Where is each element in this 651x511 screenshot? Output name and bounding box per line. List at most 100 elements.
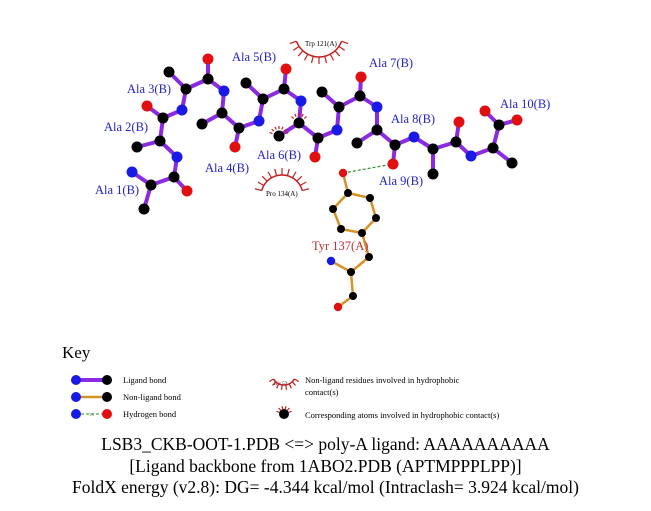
- carbon-atom: [337, 225, 345, 233]
- hydrophobic-spoke: [276, 383, 280, 389]
- hydrophobic-spoke: [257, 181, 265, 187]
- oxygen-atom: [280, 63, 292, 75]
- carbon-atom-sample: [102, 392, 112, 402]
- carbon-atom: [358, 229, 366, 237]
- hydrophobic-spoke: [281, 126, 284, 130]
- carbon-atom: [168, 171, 180, 183]
- hydrophobic-spoke: [278, 407, 282, 411]
- residue-label-ala6: Ala 6(B): [257, 148, 301, 162]
- key-nonligand-bond-label: Non-ligand bond: [123, 392, 182, 402]
- carbon-atom: [333, 101, 345, 113]
- carbon-atom: [316, 86, 328, 98]
- nitrogen-atom: [253, 115, 265, 127]
- hydrophobic-spoke: [303, 53, 309, 61]
- key-hydrophobic-atoms-label: Corresponding atoms involved in hydropho…: [305, 410, 499, 420]
- hydrophobic-spoke: [267, 171, 273, 179]
- hydrophobic-arc: [295, 40, 343, 58]
- hydrophobic-spoke: [271, 381, 277, 386]
- carbon-atom: [349, 292, 357, 300]
- hydrophobic-spoke: [274, 168, 278, 176]
- key-hydrogen-bond-label: Hydrogen bond: [123, 409, 177, 419]
- hbond-distance-sample: 3.0: [89, 412, 94, 417]
- carbon-atom-sample: [102, 375, 112, 385]
- carbon-atom: [365, 253, 373, 261]
- carbon-atom: [138, 203, 150, 215]
- carbon-atom: [145, 179, 157, 191]
- nitrogen-atom: [295, 95, 307, 107]
- nitrogen-atom: [171, 151, 183, 163]
- hydrophobic-arc: [260, 174, 304, 191]
- residue-label-ala5: Ala 5(B): [232, 50, 276, 64]
- nitrogen-atom: [408, 131, 420, 143]
- oxygen-atom: [479, 105, 491, 117]
- atoms: [126, 53, 523, 312]
- hydrophobic-arc-sample: [268, 378, 300, 390]
- hydrophobic-spoke: [310, 56, 314, 64]
- oxygen-atom: [309, 151, 321, 163]
- footer-line-3: FoldX energy (v2.8): DG= -4.344 kcal/mol…: [72, 477, 579, 497]
- nitrogen-atom: [465, 150, 477, 162]
- hydrophobic-spoke: [297, 50, 304, 57]
- footer-line-2: [Ligand backbone from 1ABO2.PDB (APTMPPP…: [129, 456, 522, 476]
- carbon-atom: [278, 83, 290, 95]
- hydrophobic-contacts: [254, 40, 349, 192]
- hydrophobic-contact-pro134: [254, 168, 310, 192]
- hydrophobic-spoke: [334, 50, 341, 57]
- hydrophobic-spoke: [254, 188, 262, 192]
- nonligand-bond: [349, 271, 355, 297]
- hydrophobic-arc: [272, 378, 296, 386]
- oxygen-atom: [141, 100, 153, 112]
- carbon-atom: [371, 124, 383, 136]
- carbon-atom: [131, 141, 143, 153]
- oxygen-atom: [511, 114, 523, 126]
- residue-label-ala10: Ala 10(B): [500, 97, 550, 111]
- carbon-atom: [344, 189, 352, 197]
- hydrophobic-spoke: [338, 45, 346, 51]
- hydrogen-bonds: [342, 163, 394, 174]
- nonligand-bond: [360, 232, 371, 258]
- hydrophobic-label-pro134: Pro 134(A): [266, 190, 298, 198]
- residue-label-ala7: Ala 7(B): [369, 56, 413, 70]
- hydrophobic-arc-icon: [268, 378, 300, 390]
- carbon-atom: [312, 132, 324, 144]
- oxygen-atom: [355, 71, 367, 83]
- hydrophobic-atom-icon: [276, 406, 292, 419]
- nitrogen-atom: [326, 256, 336, 266]
- hydrophobic-spoke: [301, 113, 304, 117]
- carbon-atom: [427, 168, 439, 180]
- hydrophobic-spoke: [285, 384, 288, 390]
- carbon-atom: [202, 73, 214, 85]
- hydrophobic-spoke: [329, 53, 335, 61]
- carbon-atom: [196, 118, 208, 130]
- carbon-atom: [293, 117, 305, 129]
- hydrophobic-spoke: [284, 406, 287, 410]
- carbon-atom: [427, 143, 439, 155]
- footer-line-1: LSB3_CKB-OOT-1.PDB <=> poly-A ligand: AA…: [101, 434, 550, 454]
- hydrophobic-spoke: [286, 168, 290, 176]
- hydrophobic-spoke: [294, 113, 297, 117]
- hydrophobic-spoke: [285, 132, 289, 135]
- oxygen-atom-sample: [102, 409, 112, 419]
- nitrogen-atom-sample: [71, 375, 81, 385]
- key-hydrophobic-residue: His 53 Non-ligand residues involved in h…: [268, 375, 460, 397]
- nitrogen-atom: [126, 166, 138, 178]
- carbon-atom: [493, 119, 505, 131]
- hydrophobic-contact-trp121: [289, 40, 349, 64]
- carbon-atom: [273, 130, 285, 142]
- hydrophobic-label-trp121: Trp 121(A): [305, 40, 337, 48]
- key-title: Key: [62, 343, 91, 362]
- key-hydrophobic-residues-label-2: contact(s): [305, 387, 339, 397]
- carbon-atom: [329, 205, 337, 213]
- hydrophobic-spoke: [281, 406, 284, 410]
- hydrophobic-spoke: [302, 188, 310, 192]
- residue-label-ala1: Ala 1(B): [95, 183, 139, 197]
- nitrogen-atom: [176, 104, 188, 116]
- key-ligand-bond-label: Ligand bond: [123, 375, 167, 385]
- hydrophobic-spoke: [280, 384, 283, 390]
- carbon-atom-sample: [279, 409, 289, 419]
- carbon-atom: [163, 66, 175, 78]
- nitrogen-atom: [331, 124, 343, 136]
- carbon-atom: [233, 122, 245, 134]
- nitrogen-atom-sample: [71, 409, 81, 419]
